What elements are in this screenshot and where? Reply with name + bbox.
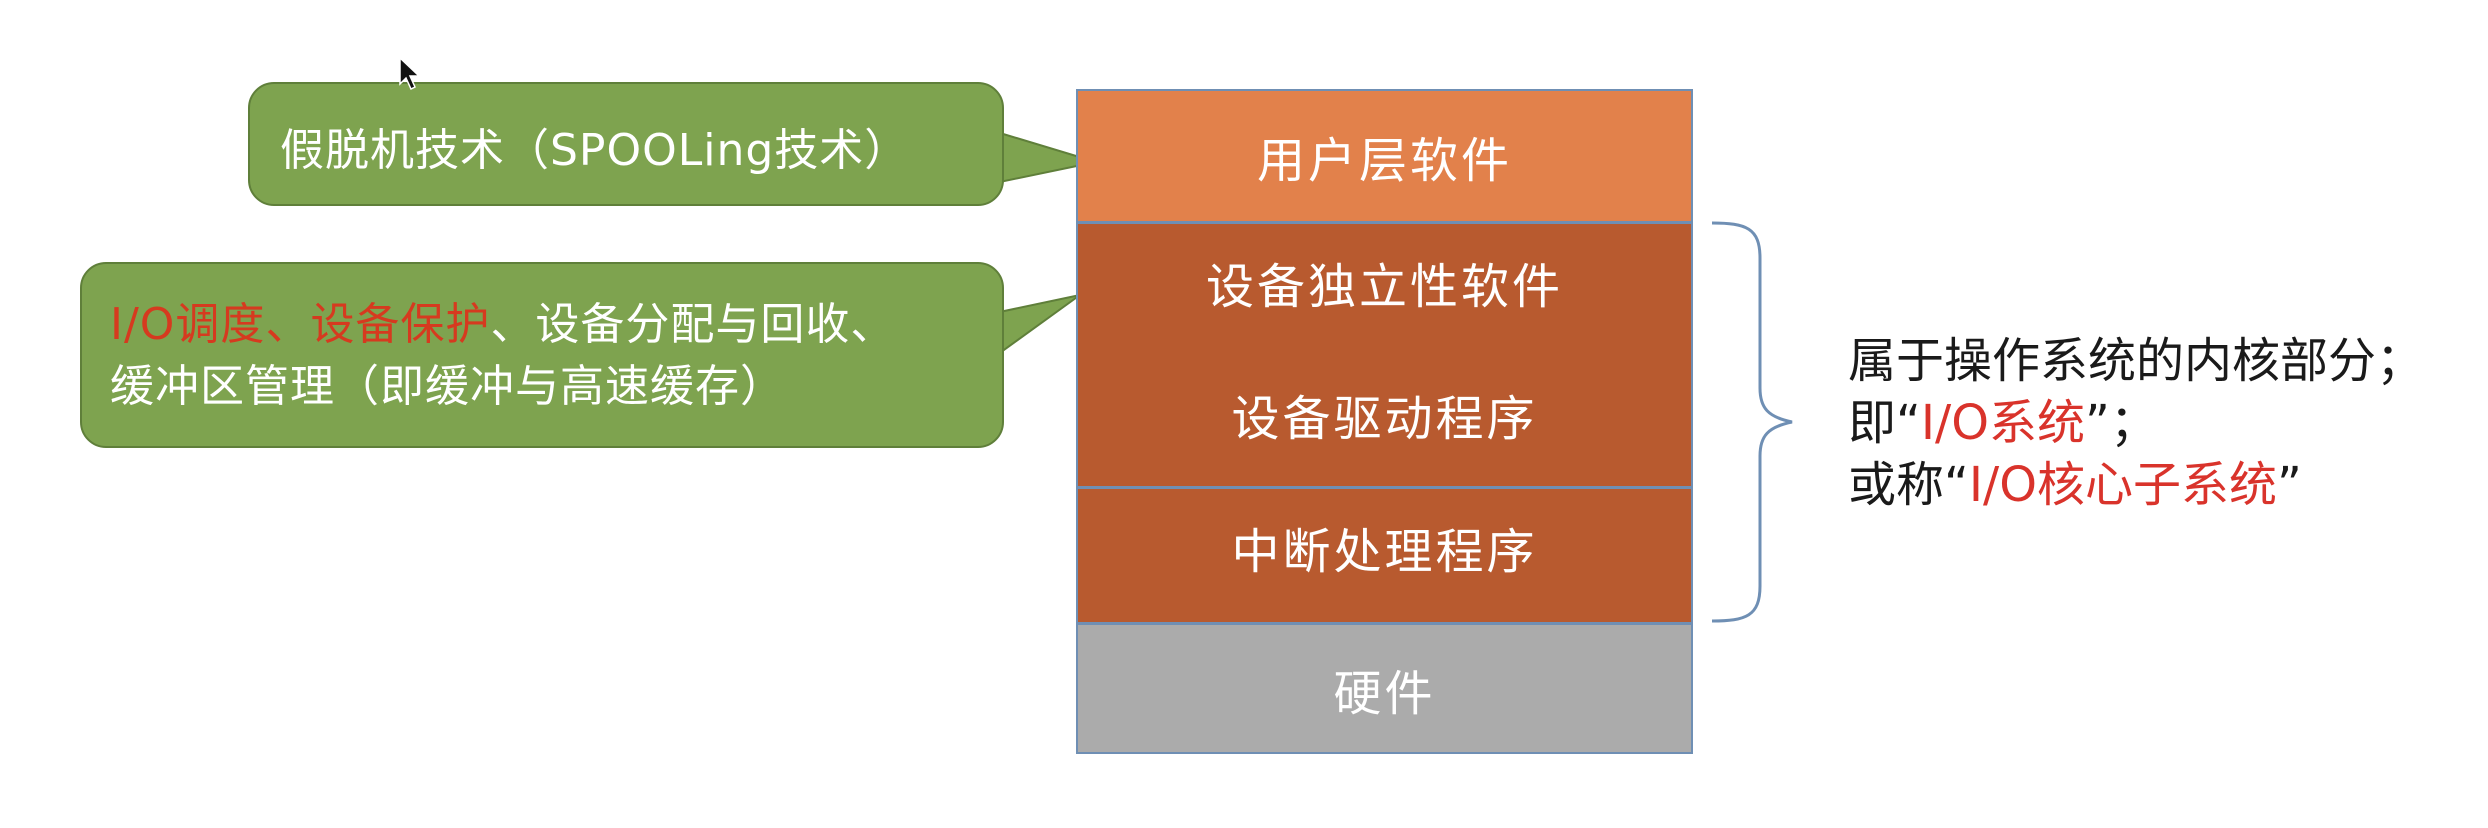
- spooling-callout: 假脱机技术（SPOOLing技术）: [248, 82, 1004, 206]
- io-callout-line-2: 缓冲区管理（即缓冲与高速缓存）: [110, 361, 785, 412]
- io-callout-line-1: I/O调度、设备保护、设备分配与回收、: [110, 294, 1002, 356]
- kernel-note: 属于操作系统的内核部分； 即“I/O系统”； 或称“I/O核心子系统”: [1848, 330, 2424, 516]
- note-line3-prefix: 或称“: [1848, 457, 1969, 513]
- kernel-note-line-2: 即“I/O系统”；: [1848, 392, 2424, 454]
- io-system-highlight: I/O系统: [1920, 395, 2085, 451]
- layer-divider-interrupt: [1078, 486, 1691, 489]
- io-core-subsystem-highlight: I/O核心子系统: [1968, 457, 2277, 513]
- kernel-brace-icon: [1711, 221, 1793, 623]
- io-functions-callout: I/O调度、设备保护、设备分配与回收、 缓冲区管理（即缓冲与高速缓存）: [80, 262, 1004, 448]
- interrupt-handler-label: 中断处理程序: [1231, 524, 1538, 580]
- note-line3-suffix: ”: [2277, 457, 2302, 513]
- device-allocation-text: 、设备分配与回收、: [490, 299, 896, 350]
- io-separator-text: 、: [265, 299, 311, 350]
- mouse-cursor-icon: [399, 56, 421, 91]
- device-independent-software-label: 设备独立性软件: [1205, 259, 1563, 315]
- kernel-note-line-1: 属于操作系统的内核部分；: [1848, 333, 2425, 389]
- hardware-label: 硬件: [1333, 665, 1436, 722]
- device-driver-label: 设备驱动程序: [1231, 391, 1538, 447]
- note-line2-suffix: ”；: [2085, 395, 2158, 451]
- kernel-io-layers: 设备独立性软件 设备驱动程序 中断处理程序: [1076, 221, 1693, 622]
- hardware-layer: 硬件: [1076, 622, 1693, 754]
- layer-divider-top: [1078, 221, 1691, 224]
- note-line2-prefix: 即“: [1848, 395, 1921, 451]
- spooling-callout-text: 假脱机技术（SPOOLing技术）: [280, 125, 910, 176]
- kernel-note-line-3: 或称“I/O核心子系统”: [1848, 454, 2424, 516]
- device-protection-text: 设备保护: [310, 299, 491, 350]
- user-layer-software: 用户层软件: [1076, 89, 1693, 221]
- user-layer-label: 用户层软件: [1256, 133, 1512, 189]
- io-scheduling-text: I/O调度: [110, 299, 266, 350]
